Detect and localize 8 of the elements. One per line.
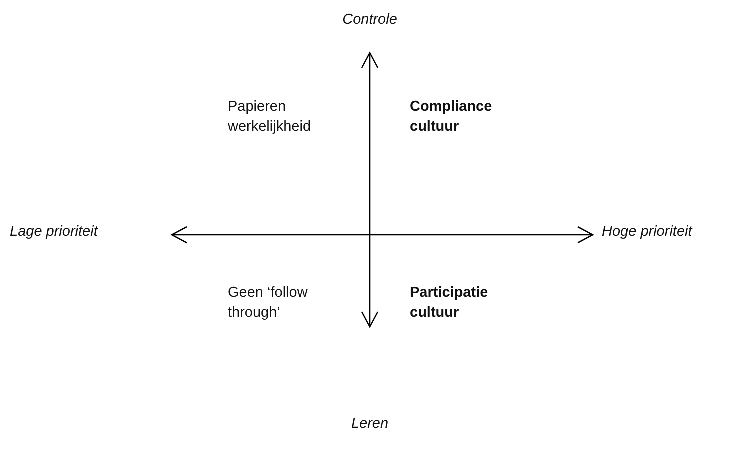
quadrant-label: Compliance cultuur <box>410 98 494 137</box>
axis-label: Leren <box>350 415 390 434</box>
axis-label: Hoge prioriteit <box>602 223 694 242</box>
quadrant-label: Participatie cultuur <box>410 284 490 323</box>
axis-label: Lage prioriteit <box>10 223 100 242</box>
quadrant-label: Papieren werkelijkheid <box>228 98 312 137</box>
axis-label: Controle <box>342 11 398 30</box>
quadrant-label: Geen ‘follow through’ <box>228 284 309 323</box>
